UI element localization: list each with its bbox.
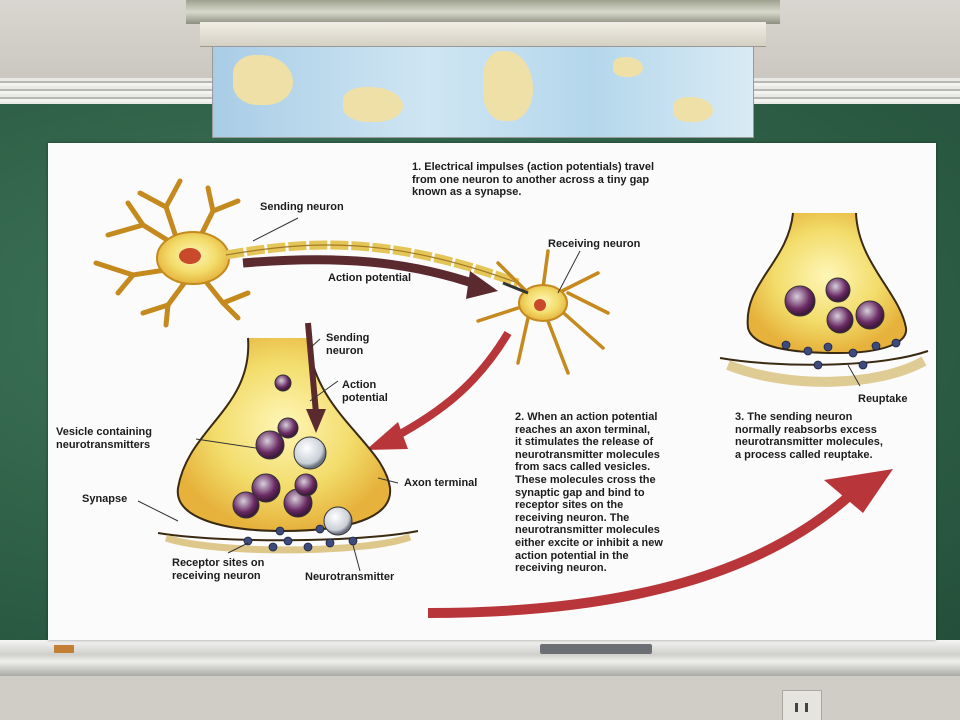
neurotransmitter-molecules xyxy=(243,524,358,552)
red-arrowhead-reuptake xyxy=(824,469,893,513)
leader-lines xyxy=(137,217,861,572)
action-potential-arrow xyxy=(242,255,480,290)
neuron-poster: 1. Electrical impulses (action potential… xyxy=(48,143,936,640)
chalk-tray xyxy=(0,640,960,676)
chalk-piece xyxy=(54,645,74,653)
vesicles xyxy=(232,374,353,536)
label-receptor-sites: Receptor sites on receiving neuron xyxy=(172,557,265,582)
label-axon-terminal: Axon terminal xyxy=(404,477,478,489)
label-action-potential-terminal: Action potential xyxy=(342,379,388,404)
label-sending-neuron-terminal: Sending neuron xyxy=(326,332,370,357)
power-outlet xyxy=(782,690,822,720)
poster-art xyxy=(93,178,929,618)
reuptake-terminal-shape xyxy=(719,212,929,387)
step3-text: 3. The sending neuron normally reabsorbs… xyxy=(735,411,883,461)
label-receiving-neuron: Receiving neuron xyxy=(548,238,641,250)
world-map xyxy=(212,46,754,138)
map-housing xyxy=(186,0,780,24)
red-arrowhead-terminal xyxy=(366,422,408,450)
action-potential-arrowhead xyxy=(466,271,498,299)
label-synapse: Synapse xyxy=(82,493,128,505)
label-vesicle: Vesicle containing neurotransmitters xyxy=(56,426,152,451)
axon-terminal-shape xyxy=(157,322,419,554)
label-neurotransmitter: Neurotransmitter xyxy=(305,571,395,583)
red-arrow-to-terminal xyxy=(391,330,512,442)
step1-text: 1. Electrical impulses (action potential… xyxy=(412,161,655,199)
receiving-neuron-shape xyxy=(476,249,610,375)
map-roller xyxy=(200,22,766,47)
eraser xyxy=(540,644,652,654)
label-sending-neuron: Sending neuron xyxy=(260,201,344,213)
step2-text: 2. When an action potential reaches an a… xyxy=(515,411,663,575)
sending-neuron-shape xyxy=(93,178,520,328)
red-arrow-to-reuptake xyxy=(427,484,862,618)
label-action-potential-top: Action potential xyxy=(328,272,412,284)
label-reuptake: Reuptake xyxy=(858,393,908,405)
